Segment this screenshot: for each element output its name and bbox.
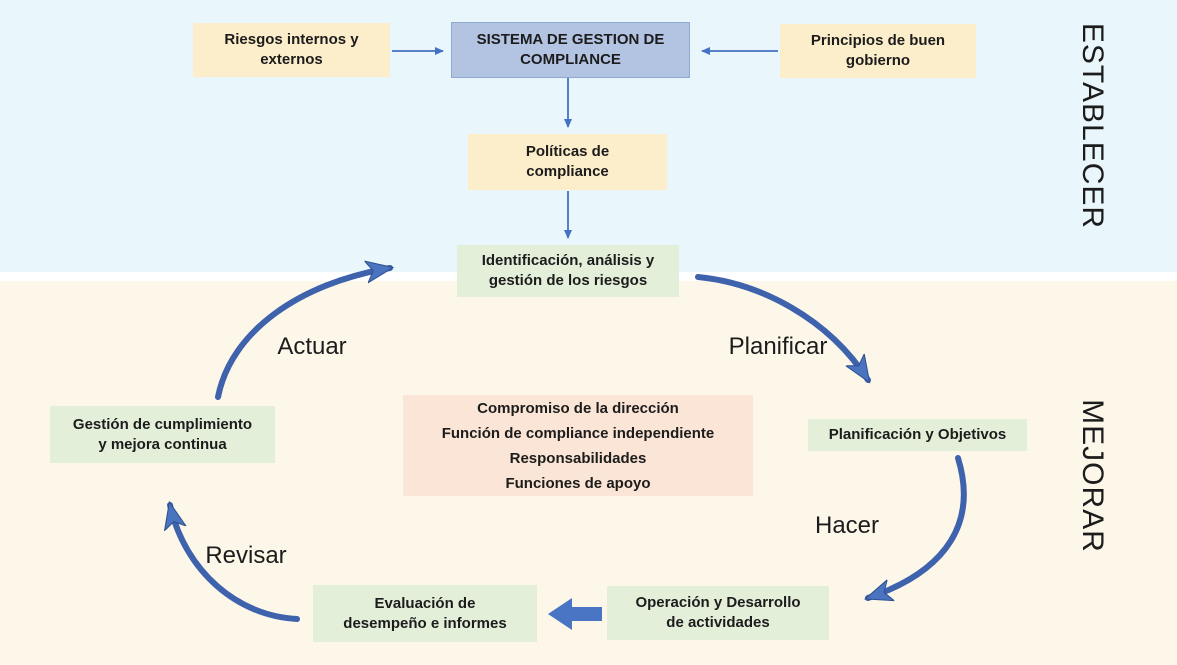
planificar-label: Planificar — [728, 333, 828, 360]
revisar-label: Revisar — [205, 542, 287, 569]
gestion-cumplimiento-box: Gestión de cumplimiento y mejora continu… — [50, 406, 275, 463]
sistema-gestion-compliance-box: SISTEMA DE GESTION DE COMPLIANCE — [451, 22, 690, 78]
establecer-section-label: ESTABLECER — [1076, 22, 1109, 230]
operacion-desarrollo-box: Operación y Desarrollo de actividades — [607, 586, 829, 640]
identificacion-riesgos-box: Identificación, análisis y gestión de lo… — [457, 245, 679, 297]
compromiso-direccion-box: Compromiso de la dirección Función de co… — [403, 395, 753, 496]
evaluacion-desempeno-box: Evaluación de desempeño e informes — [313, 585, 537, 642]
politicas-compliance-box: Políticas de compliance — [468, 134, 667, 190]
actuar-label: Actuar — [277, 333, 347, 360]
riesgos-internos-box: Riesgos internos y externos — [193, 23, 390, 77]
hacer-label: Hacer — [814, 512, 880, 539]
mejorar-section-label: MEJORAR — [1076, 399, 1109, 553]
planificacion-objetivos-box: Planificación y Objetivos — [808, 419, 1027, 451]
principios-buen-gobierno-box: Principios de buen gobierno — [780, 24, 976, 78]
